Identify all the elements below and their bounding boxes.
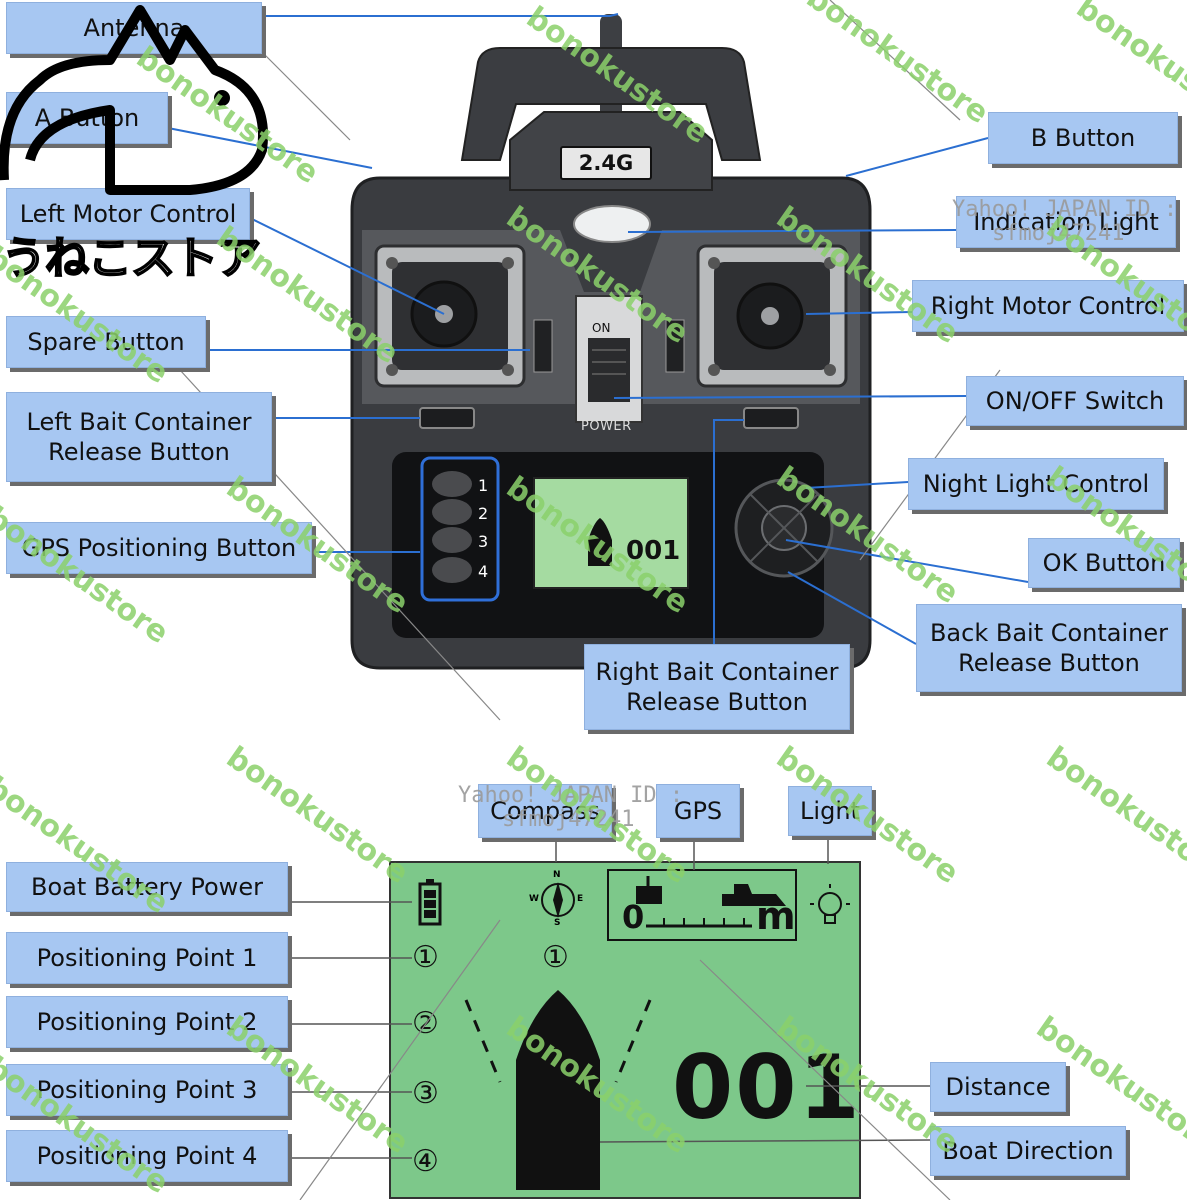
small-lcd <box>533 477 689 589</box>
label-distance: Distance <box>930 1062 1066 1112</box>
remote-handle <box>460 47 762 161</box>
label-b-button: B Button <box>988 112 1178 164</box>
small-lcd-distance: 001 <box>626 536 681 566</box>
gps-button-2[interactable] <box>432 499 472 525</box>
label-spare-button: Spare Button <box>6 316 206 368</box>
label-night-light: Night Light Control <box>908 458 1164 510</box>
compass-n: N <box>553 870 561 880</box>
lcd-point-4: ④ <box>412 1144 439 1179</box>
label-point-1: Positioning Point 1 <box>6 932 288 984</box>
label-back-bait: Back Bait Container Release Button <box>916 604 1182 692</box>
scale-unit: m <box>756 894 796 938</box>
indicator-light <box>573 205 651 243</box>
label-left-bait: Left Bait Container Release Button <box>6 392 272 482</box>
label-boat-direction: Boat Direction <box>930 1126 1126 1176</box>
lcd-distance-value: 001 <box>672 1036 862 1139</box>
gps-indicator-box <box>607 869 797 941</box>
right-bait-switch[interactable] <box>743 407 799 429</box>
power-switch[interactable] <box>588 338 630 402</box>
power-text: POWER <box>581 419 632 434</box>
label-right-bait: Right Bait Container Release Button <box>584 644 850 730</box>
label-point-4: Positioning Point 4 <box>6 1130 288 1182</box>
compass-s: S <box>554 918 561 928</box>
compass-w: W <box>529 894 539 904</box>
on-text: ON <box>592 321 611 335</box>
gps-slot-number: 2 <box>478 504 489 523</box>
spare-trim-switch[interactable] <box>533 319 553 373</box>
gps-button-3[interactable] <box>432 527 472 553</box>
label-left-motor: Left Motor Control <box>6 188 250 240</box>
boat-mini-icon <box>722 884 786 906</box>
lcd-point-3: ③ <box>412 1076 439 1111</box>
label-right-motor: Right Motor Control <box>912 280 1184 332</box>
light-bulb-icon <box>810 884 850 924</box>
label-compass: Compass <box>478 784 612 838</box>
boat-direction-icon <box>516 990 600 1190</box>
label-light: Light <box>788 786 872 836</box>
direction-guide-left <box>464 999 502 1083</box>
lcd-point-1: ① <box>412 940 439 975</box>
label-on-off: ON/OFF Switch <box>966 376 1184 426</box>
scale-start: 0 <box>622 898 645 936</box>
compass-icon <box>541 882 575 918</box>
label-point-3: Positioning Point 3 <box>6 1064 288 1116</box>
compass-e: E <box>577 894 584 904</box>
gps-slot-number: 3 <box>478 532 489 551</box>
label-point-2: Positioning Point 2 <box>6 996 288 1048</box>
shop-logo-text: うねこストア <box>1 232 262 285</box>
label-gps: GPS <box>656 784 740 838</box>
label-ok-button: OK Button <box>1028 538 1180 588</box>
gps-button-1[interactable] <box>432 471 472 497</box>
direction-guide-right <box>614 999 652 1083</box>
gps-slot-number: 1 <box>478 476 489 495</box>
label-gps-button: GPS Positioning Button <box>6 522 312 574</box>
remote-mini-icon <box>636 876 662 904</box>
yahoo-watermark-2: Yahoo! JAPAN ID : sfmoj47241 <box>458 783 684 832</box>
shop-logo-cat <box>0 5 268 195</box>
lcd-top-point: ① <box>542 940 569 975</box>
battery-icon <box>418 879 442 926</box>
yahoo-watermark-1: Yahoo! JAPAN ID : sfmoj47241 <box>952 197 1178 246</box>
gps-button-4[interactable] <box>432 557 472 583</box>
gps-slot-number: 4 <box>478 562 489 581</box>
label-battery: Boat Battery Power <box>6 862 288 912</box>
label-indication-light: Indication Light <box>956 196 1176 248</box>
frequency-badge: 2.4G <box>560 146 652 180</box>
gps-button-group <box>420 456 500 602</box>
